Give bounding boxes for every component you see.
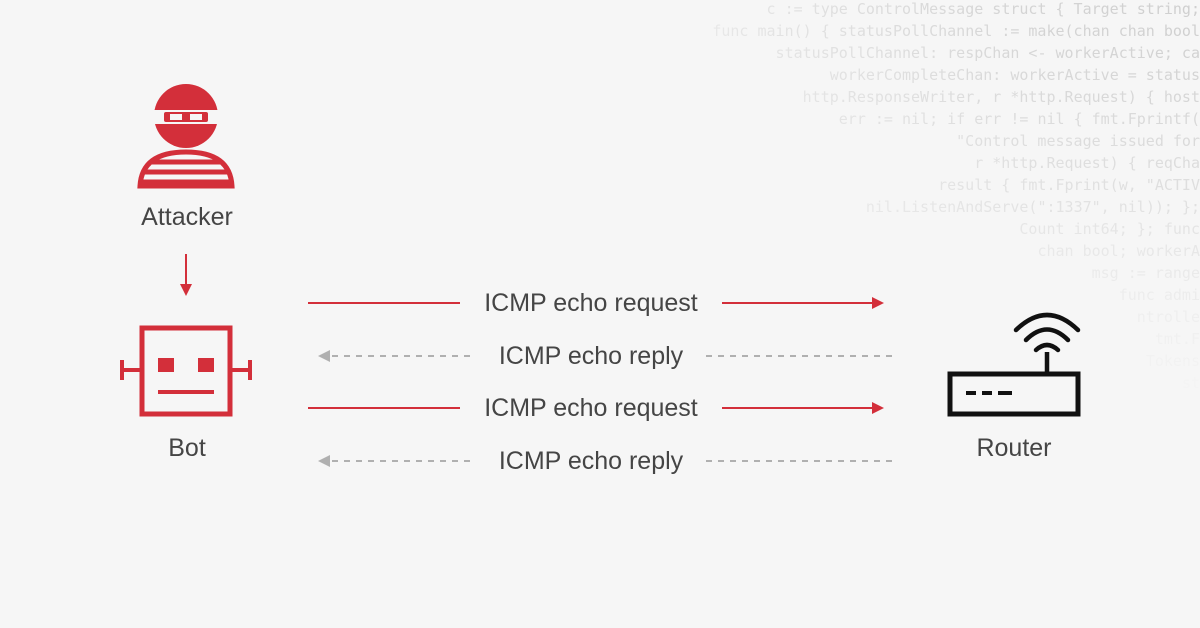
attacker-label: Attacker bbox=[141, 203, 233, 231]
attacker-to-bot-arrow bbox=[180, 254, 192, 296]
message-1-label: ICMP echo request bbox=[484, 289, 698, 317]
message-3-label: ICMP echo request bbox=[484, 394, 698, 422]
bot-label: Bot bbox=[168, 434, 206, 462]
robot-face-icon bbox=[120, 325, 252, 417]
wifi-router-icon bbox=[947, 312, 1081, 417]
masked-burglar-icon bbox=[137, 84, 235, 189]
router-label: Router bbox=[976, 434, 1052, 462]
message-2-label: ICMP echo reply bbox=[498, 342, 684, 370]
message-4-label: ICMP echo reply bbox=[498, 447, 684, 475]
